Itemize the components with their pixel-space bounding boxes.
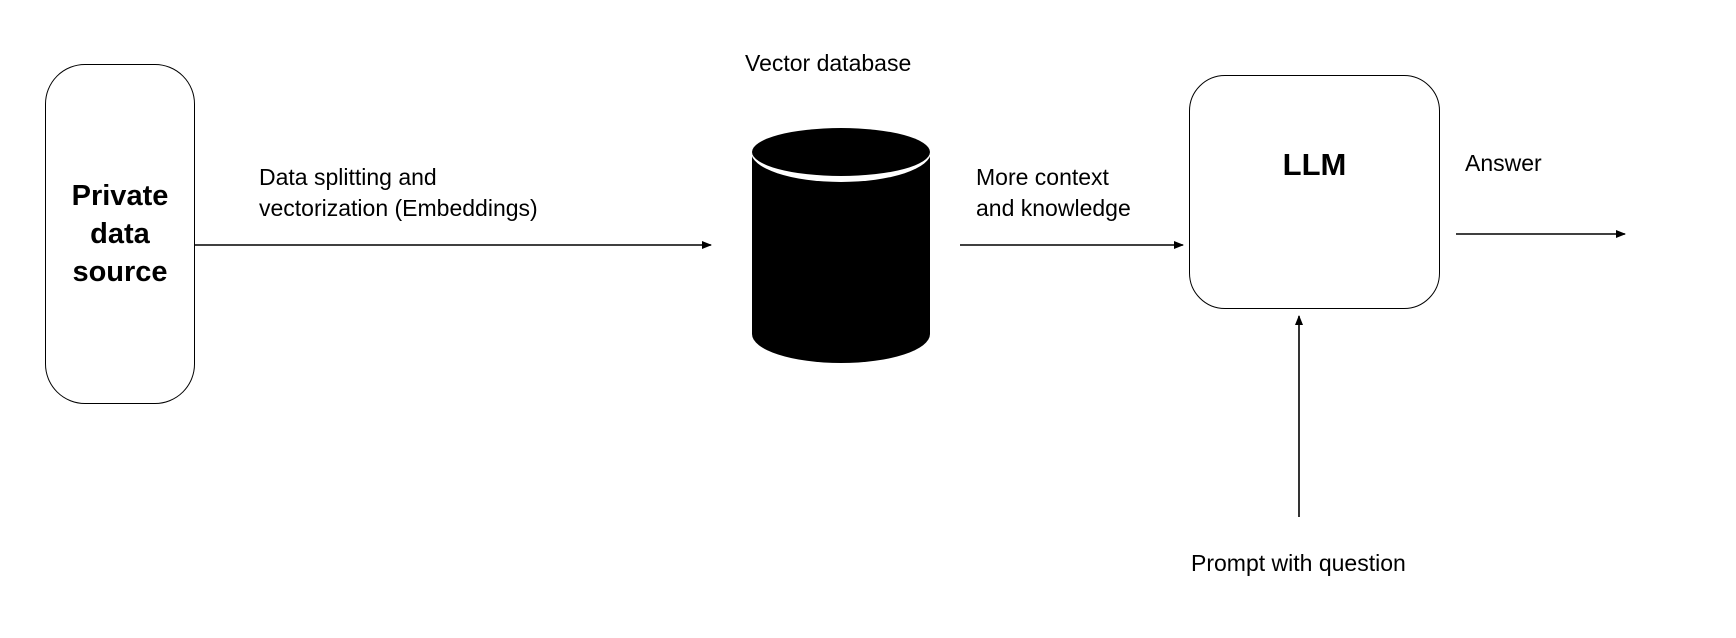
vector-database-cylinder-icon <box>751 122 931 363</box>
source-label-line: data <box>90 218 150 250</box>
context-edge-label-line: More context <box>976 164 1109 190</box>
llm-box: LLM <box>1189 75 1440 309</box>
llm-label: LLM <box>1282 147 1347 182</box>
context-edge-label-line: and knowledge <box>976 195 1131 221</box>
splitting-edge-label-line: Data splitting and <box>259 164 437 190</box>
answer-edge-label: Answer <box>1465 150 1542 176</box>
private-data-source-label: Private data source <box>72 177 169 291</box>
source-label-line: source <box>72 256 168 288</box>
prompt-edge-label: Prompt with question <box>1191 550 1406 576</box>
private-data-source-box: Private data source <box>45 64 195 404</box>
vector-database-label: Vector database <box>745 50 912 76</box>
splitting-edge-label-line: vectorization (Embeddings) <box>259 195 538 221</box>
source-label-line: Private <box>71 180 169 212</box>
